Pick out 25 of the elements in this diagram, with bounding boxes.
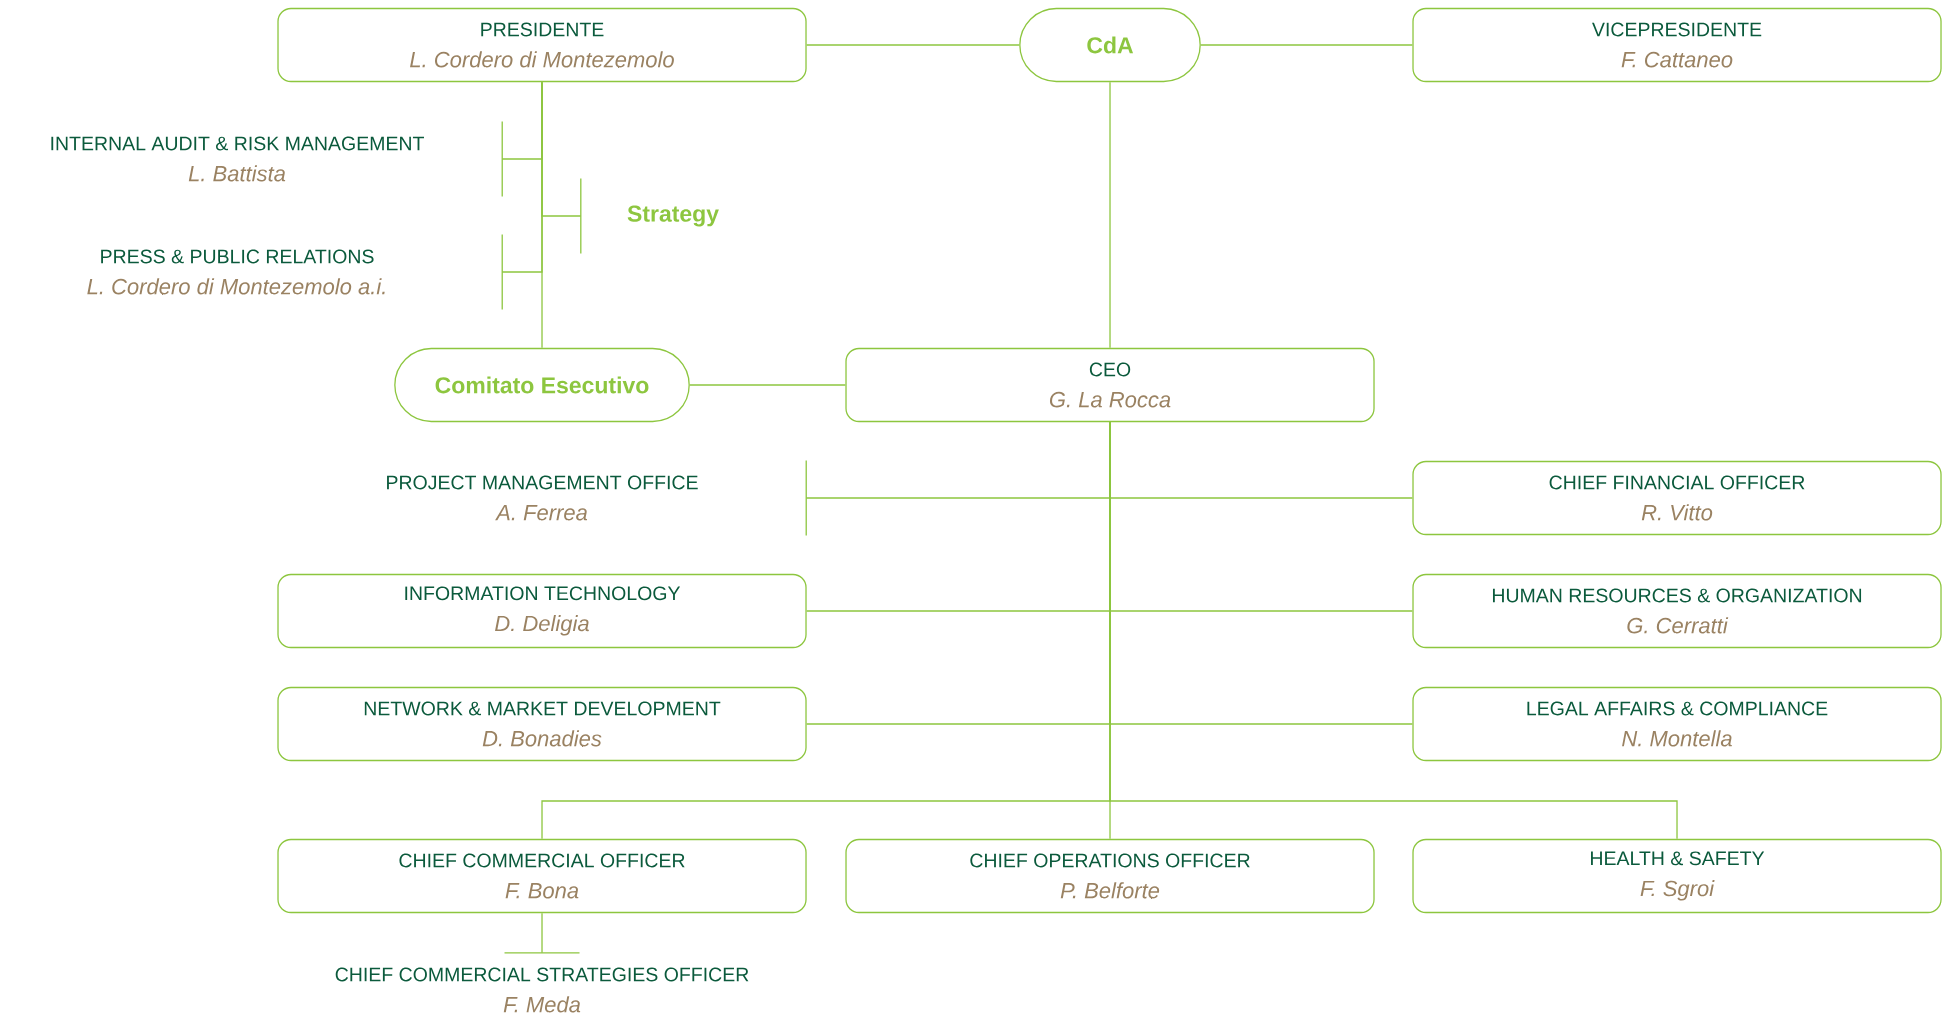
connector: [1109, 421, 1678, 840]
org-box: PRESIDENTE L. Cordero di Montezemolo: [277, 7, 807, 83]
connector: [1200, 44, 1413, 46]
org-box: INFORMATION TECHNOLOGY D. Deligia: [277, 573, 807, 649]
org-box: HEALTH & SAFETY F. Sgroi: [1412, 838, 1942, 914]
org-box: NETWORK & MARKET DEVELOPMENT D. Bonadies: [277, 686, 807, 762]
org-box: CHIEF FINANCIAL OFFICER R. Vitto: [1412, 460, 1942, 536]
unit-label: CHIEF COMMERCIAL STRATEGIES OFFICER F. Meda: [335, 967, 749, 1013]
pill-box: Comitato Esecutivo: [394, 347, 690, 423]
connector: [541, 81, 543, 349]
unit-label: INTERNAL AUDIT & RISK MANAGEMENT L. Battista: [51, 136, 424, 182]
org-box: CEO G. La Rocca: [845, 347, 1375, 423]
org-box: LEGAL AFFAIRS & COMPLIANCE N. Montella: [1412, 686, 1942, 762]
org-box: CHIEF OPERATIONS OFFICER P. Belforte: [845, 838, 1375, 914]
connector: [1109, 81, 1111, 349]
pill-box: CdA: [1019, 7, 1201, 83]
org-box: HUMAN RESOURCES & ORGANIZATION G. Cerratti: [1412, 573, 1942, 649]
unit-label: PRESS & PUBLIC RELATIONS L. Cordero di Montezemolo a.i.: [87, 249, 385, 295]
unit-label: Strategy: [627, 205, 719, 227]
org-box: CHIEF COMMERCIAL OFFICER F. Bona: [277, 838, 807, 914]
connector: [806, 44, 1020, 46]
org-box: VICEPRESIDENTE F. Cattaneo: [1412, 7, 1942, 83]
connector: [689, 384, 846, 386]
connector: [541, 912, 543, 954]
unit-label: PROJECT MANAGEMENT OFFICE A. Ferrea: [387, 475, 698, 521]
